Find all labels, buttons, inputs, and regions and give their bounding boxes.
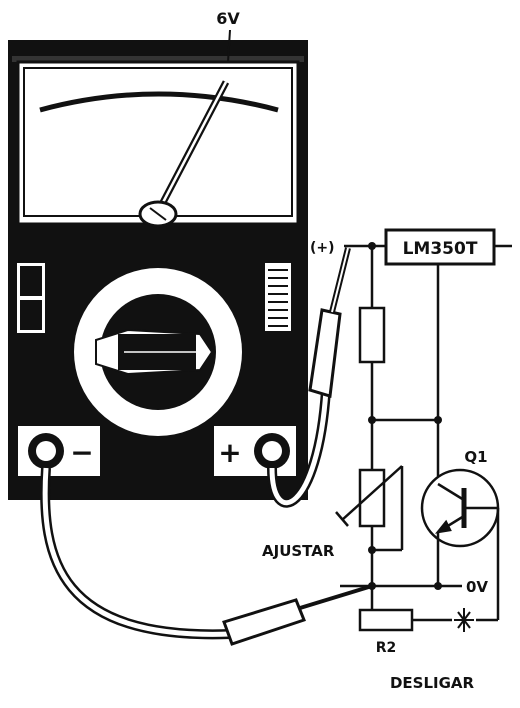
test-leads	[40, 247, 373, 646]
display-window	[16, 60, 300, 226]
adjust-potentiometer	[358, 468, 386, 528]
resistor-r2	[358, 608, 414, 632]
circuit	[335, 228, 512, 632]
adjust-label: AJUSTAR	[262, 542, 335, 560]
plus-terminal-label: +	[218, 436, 241, 469]
minus-terminal-label: −	[70, 436, 93, 469]
regulator-label: LM350T	[403, 239, 478, 259]
transistor-label: Q1	[464, 448, 487, 466]
ground-label: 0V	[466, 578, 488, 596]
multimeter: − +	[8, 40, 308, 500]
resistor-r1	[358, 306, 386, 364]
regulator-box	[384, 228, 496, 266]
zero-adjust-wheel	[263, 261, 293, 333]
meter-scale-arc	[39, 91, 279, 113]
probe-label: (+)	[310, 240, 335, 256]
negative-probe	[222, 598, 306, 646]
meter-reading: 6V	[216, 9, 240, 28]
disconnect-mark	[454, 608, 474, 632]
disconnect-label: DESLIGAR	[390, 674, 475, 692]
junction-dots	[368, 242, 442, 590]
positive-probe	[308, 308, 342, 398]
r2-label: R2	[376, 640, 397, 656]
